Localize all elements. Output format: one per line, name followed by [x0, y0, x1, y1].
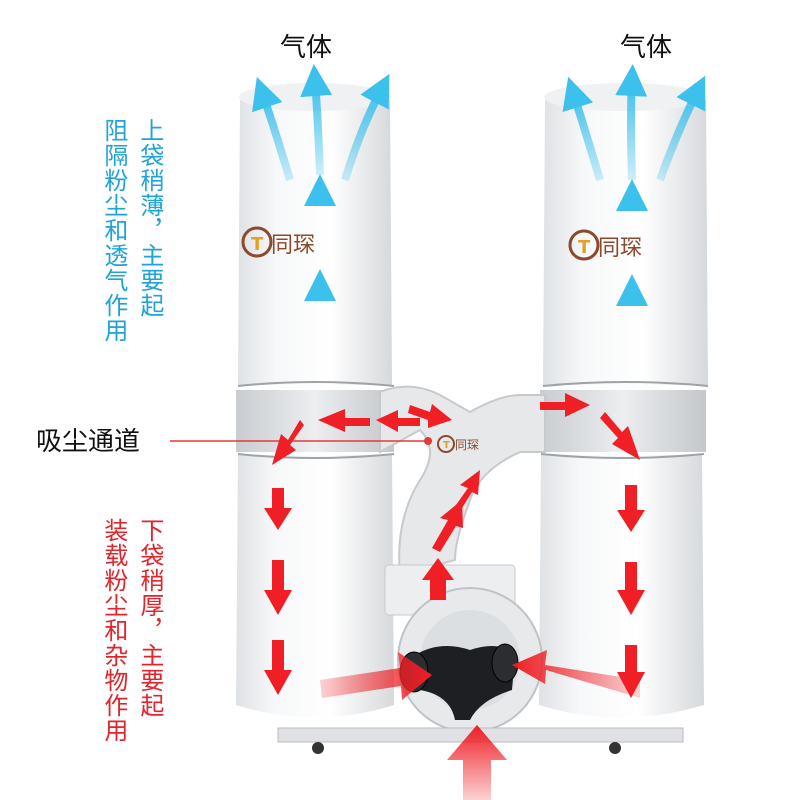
dust-arrow-up-2 [432, 500, 463, 552]
svg-text:T: T [443, 440, 450, 451]
svg-text:同琛: 同琛 [271, 233, 315, 258]
dust-arrow-split-right-2 [540, 393, 590, 417]
dust-arrow-inlet-right [512, 650, 640, 698]
dust-flow-arrows [264, 393, 645, 800]
dust-arrow-up-3 [456, 470, 480, 508]
gas-flow-arrows-left [252, 64, 390, 360]
machine-frame [236, 385, 706, 754]
lower-bag-right [539, 455, 704, 718]
dust-arrow-down-right-2 [617, 562, 645, 615]
gas-arrow [300, 64, 333, 176]
dust-arrow-down-right-3 [617, 645, 645, 698]
dust-arrow-down-left-1 [264, 488, 292, 530]
brand-logo-left: T 同琛 [241, 226, 315, 258]
dust-arrow-up-1 [422, 558, 454, 600]
dust-arrow-inlet-bottom [447, 725, 507, 800]
dust-arrow-down-left-2 [264, 560, 292, 615]
clamp-rings [237, 381, 709, 459]
dust-arrow-split-right-3 [600, 412, 640, 460]
gas-arrow [252, 76, 294, 182]
gas-label-left: 气体 [280, 33, 332, 63]
lower-bag-note-first: 下袋稍厚，主要起 [135, 518, 164, 788]
gas-arrow [656, 75, 706, 182]
gas-label-right: 气体 [620, 33, 672, 63]
lower-bag-note: 装载粉尘和杂物作用 [99, 518, 128, 788]
gas-arrow [562, 76, 604, 182]
dust-arrow-split-left-3 [272, 420, 304, 465]
svg-text:T: T [251, 234, 264, 255]
dust-arrow-split-left-1 [376, 410, 420, 432]
channel-label: 吸尘通道 [36, 427, 140, 457]
upper-bag-note-first: 上袋稍薄，主要起 [135, 118, 164, 378]
channel-pointer [170, 437, 432, 445]
dust-arrow-split-left-2 [318, 409, 370, 432]
dust-arrow-split-right-1 [408, 404, 452, 428]
brand-logo-channel: T 同琛 [437, 435, 479, 453]
dust-arrow-down-right-1 [617, 485, 645, 532]
dust-arrow-down-left-3 [264, 640, 292, 695]
gas-arrow [615, 64, 648, 181]
gas-flow-arrows-right [562, 64, 706, 360]
upper-bag-note: 阻隔粉尘和透气作用 [99, 118, 128, 378]
lower-bag-note-col2: 装载粉尘和杂物作用 [99, 518, 128, 743]
svg-text:同琛: 同琛 [455, 438, 479, 452]
gas-arrow [341, 73, 390, 182]
svg-text:T: T [578, 237, 591, 258]
lower-bag-note-col1: 下袋稍厚，主要起 [135, 518, 164, 718]
dust-arrow-inlet-left [320, 652, 432, 700]
upper-bag-note-col1: 上袋稍薄，主要起 [135, 118, 164, 318]
upper-bag-note-col2: 阻隔粉尘和透气作用 [99, 118, 128, 343]
